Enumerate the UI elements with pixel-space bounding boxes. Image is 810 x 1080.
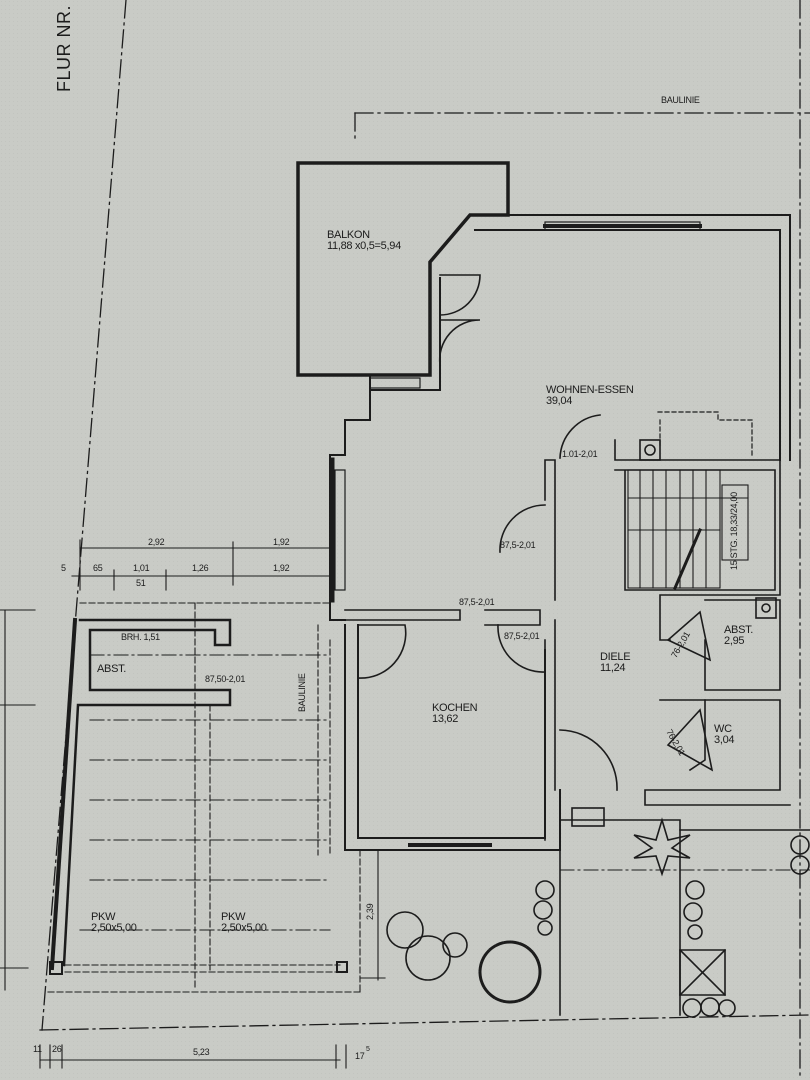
dimension-lines (0, 539, 386, 1069)
room-name: ABST. (724, 624, 754, 636)
dimension-label: 5 (366, 1046, 370, 1053)
room-area: 11,88 x0,5=5,94 (327, 240, 401, 252)
room-name: KOCHEN (432, 702, 478, 714)
room-wohnen-essen: WOHNEN-ESSEN 39,04 (546, 384, 634, 407)
room-area: 2,50x5,00 (221, 922, 267, 934)
room-area: 13,62 (432, 713, 459, 725)
room-area: 3,04 (714, 734, 735, 746)
dimension-label: 5 (61, 563, 66, 573)
staircase (627, 469, 749, 590)
parking-space-1: PKW 2,50x5,00 (91, 912, 137, 934)
parking-space-2: PKW 2,50x5,00 (221, 912, 267, 934)
flur-label: FLUR NR. (54, 4, 74, 92)
room-wc: WC 3,04 (714, 723, 735, 746)
room-name: WC (714, 723, 732, 735)
window-sill-note: BRH. 1,51 (121, 632, 160, 642)
door-label: 87,5-2,01 (504, 631, 540, 641)
door-label: 87,5-2,01 (500, 540, 536, 550)
dimension-label: 5,23 (193, 1047, 210, 1057)
room-name: WOHNEN-ESSEN (546, 384, 634, 396)
dashed-furniture (657, 411, 753, 456)
room-balkon: BALKON 11,88 x0,5=5,94 (327, 230, 401, 252)
dimension-label: 2,39 (365, 903, 375, 920)
dimension-label: 17 (355, 1051, 365, 1061)
garden (386, 807, 810, 1018)
room-diele: DIELE 11,24 (600, 651, 631, 674)
dimension-label: 2,92 (148, 537, 165, 547)
door-label: 87,5-2,01 (459, 597, 495, 607)
stairs-label: 15 STG. 18,33/24,00 (729, 492, 739, 570)
property-line (39, 0, 810, 1080)
room-garage-abstellraum: ABST. (97, 664, 126, 675)
door-label: 87,50-2,01 (205, 674, 246, 684)
dimension-label: 1,92 (273, 563, 290, 573)
dimension-label: 1,92 (273, 537, 290, 547)
baulinie-side-label: BAULINIE (297, 673, 307, 712)
dimension-label: 26 (52, 1044, 62, 1054)
room-name: PKW (221, 911, 246, 923)
carport-boundaries (47, 602, 361, 993)
room-name: BALKON (327, 229, 370, 241)
door-label: 1.01-2,01 (562, 449, 598, 459)
room-kochen: KOCHEN 13,62 (432, 702, 478, 725)
room-name: DIELE (600, 651, 631, 663)
room-area: 2,50x5,00 (91, 922, 137, 934)
dimension-label: 65 (93, 563, 103, 573)
dimension-label: 11 (33, 1044, 42, 1054)
windows (334, 221, 701, 591)
room-area: 39,04 (546, 395, 573, 407)
dimension-label: 51 (136, 578, 146, 588)
room-name: PKW (91, 911, 116, 923)
dimension-label: 1,01 (133, 563, 150, 573)
room-area: 2,95 (724, 635, 745, 647)
chimney (639, 439, 777, 619)
room-area: 11,24 (600, 662, 626, 674)
room-abstellraum: ABST. 2,95 (724, 625, 753, 647)
door-swings (357, 274, 714, 791)
baulinie-top-label: BAULINIE (661, 95, 700, 105)
dimension-label: 1,26 (192, 563, 209, 573)
carport (49, 617, 348, 975)
room-name: ABST. (97, 663, 127, 675)
